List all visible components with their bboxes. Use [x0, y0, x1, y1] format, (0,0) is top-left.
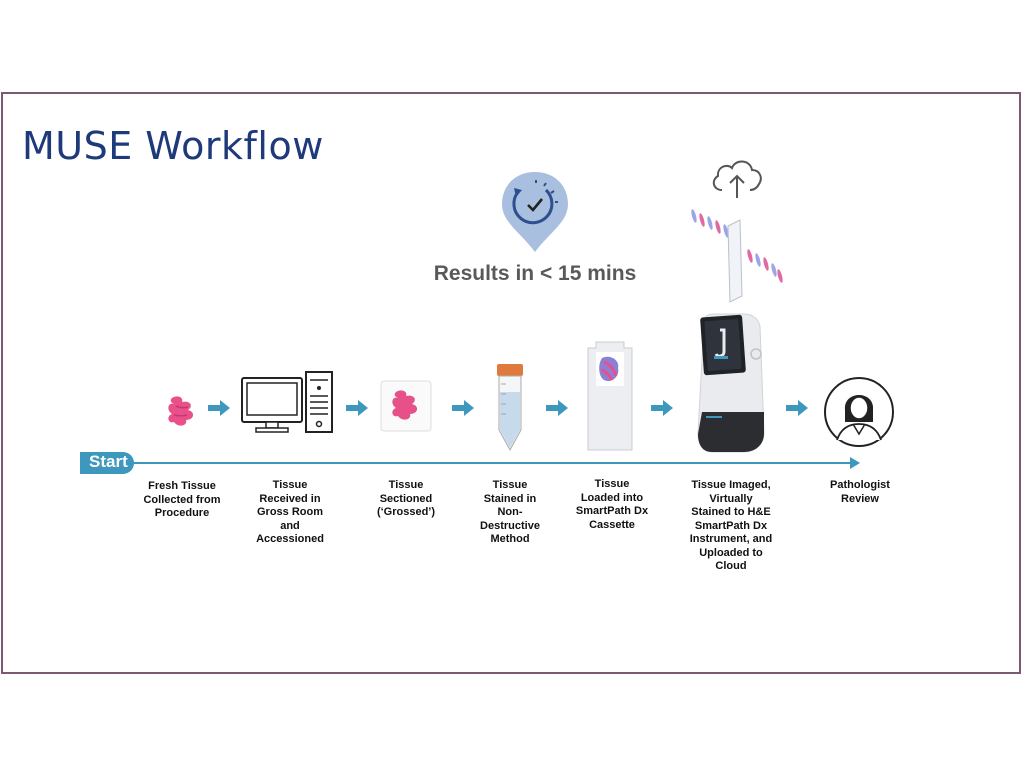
- step-4-text: Tissue Stained in Non- Destructive Metho…: [480, 479, 540, 545]
- scan-images-icon: [691, 209, 783, 303]
- cloud-upload-icon: [712, 160, 762, 198]
- smartpath-cassette-icon: [587, 341, 633, 451]
- step-3-text: Tissue Sectioned (‘Grossed’): [376, 479, 436, 518]
- computer-icon: [241, 371, 333, 433]
- flow-arrow-4: [546, 400, 568, 416]
- start-label: Start: [89, 452, 128, 471]
- sectioned-tissue-icon: [380, 380, 432, 432]
- step-label-stained: Tissue Stained in Non- Destructive Metho…: [460, 479, 560, 547]
- step-label-cassette: Tissue Loaded into SmartPath Dx Cassette: [562, 478, 662, 532]
- results-time-text: Results in < 15 mins: [433, 262, 637, 285]
- staining-tube-icon: [497, 364, 523, 452]
- flow-arrow-1: [208, 400, 230, 416]
- step-6-text: Tissue Imaged, Virtually Stained to H&E …: [689, 479, 773, 572]
- timer-icon: [502, 172, 568, 252]
- step-label-fresh-tissue: Fresh Tissue Collected from Procedure: [132, 480, 232, 521]
- pathologist-avatar-icon: [824, 377, 894, 447]
- step-label-pathologist: Pathologist Review: [810, 479, 910, 506]
- fresh-tissue-icon: [168, 396, 194, 426]
- flow-arrow-6: [786, 400, 808, 416]
- step-5-text: Tissue Loaded into SmartPath Dx Cassette: [575, 478, 649, 531]
- flow-arrow-3: [452, 400, 474, 416]
- flow-arrow-5: [651, 400, 673, 416]
- step-label-sectioned: Tissue Sectioned (‘Grossed’): [356, 479, 456, 520]
- step-label-imaged: Tissue Imaged, Virtually Stained to H&E …: [676, 479, 786, 574]
- step-2-text: Tissue Received in Gross Room and Access…: [256, 479, 324, 545]
- page-title: MUSE Workflow: [22, 124, 324, 168]
- timeline-arrow: [80, 452, 860, 474]
- flow-arrow-2: [346, 400, 368, 416]
- step-7-text: Pathologist Review: [830, 479, 890, 505]
- step-label-gross-room: Tissue Received in Gross Room and Access…: [240, 479, 340, 547]
- smartpath-instrument-icon: [697, 313, 765, 453]
- step-1-text: Fresh Tissue Collected from Procedure: [143, 480, 221, 519]
